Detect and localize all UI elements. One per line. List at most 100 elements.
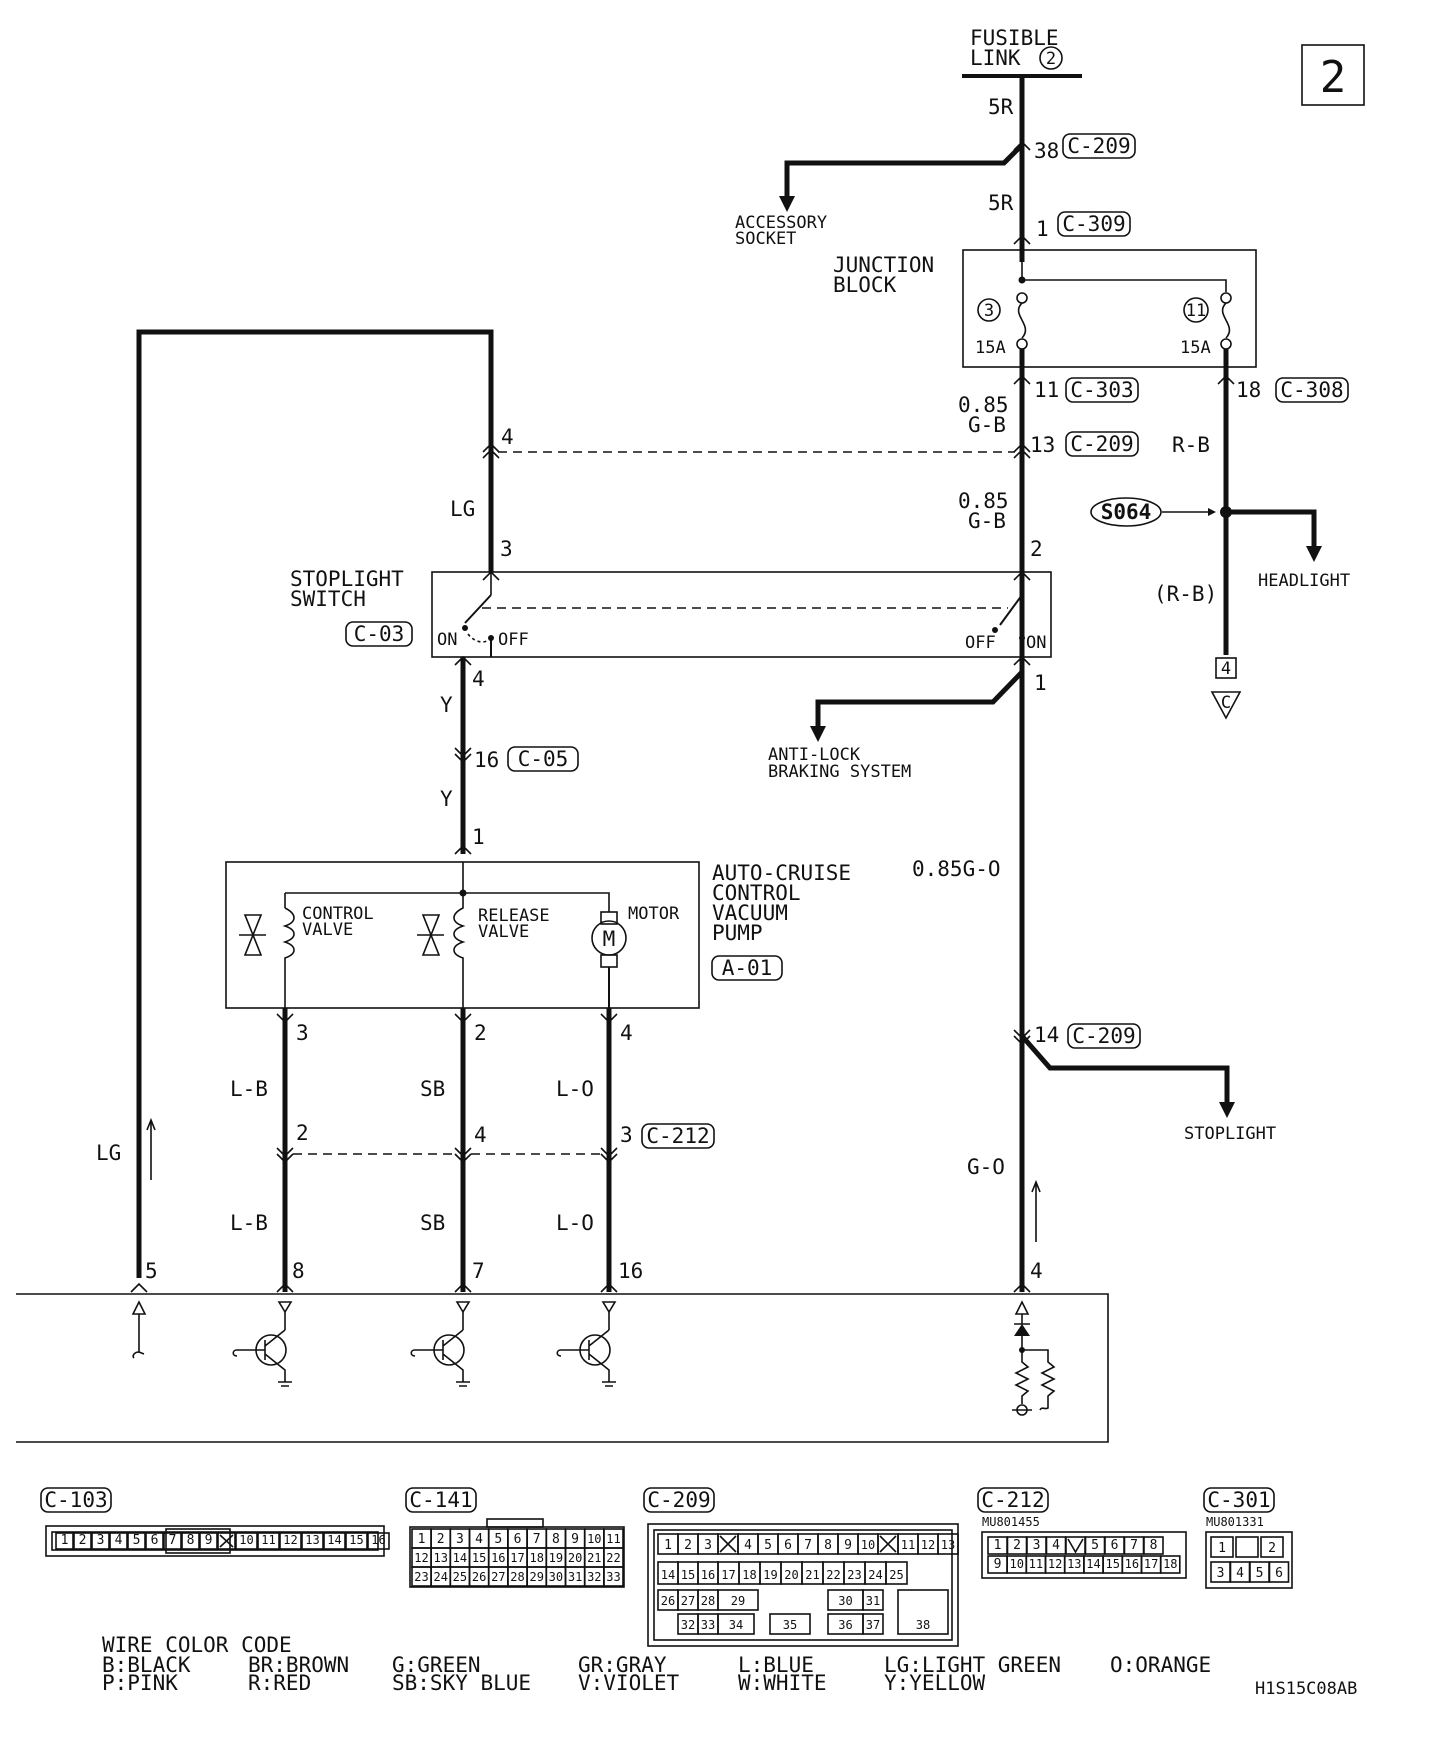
fusible-link-number: 2 [1046,49,1056,69]
c209-pin-1-11: 25 [889,1568,903,1582]
legend-entry-2-4: W:WHITE [738,1671,827,1695]
c05-16-name: C-05 [518,747,569,771]
c309-1-name: C-309 [1062,212,1125,236]
c212-pin4-label: 4 [474,1123,487,1147]
arrow-stoplight [1219,1102,1235,1118]
c141-pin-0-8: 9 [571,1532,579,1547]
wire-color-g-b-lower: G-B [968,509,1006,533]
c209-pin-0-10: 10 [861,1538,875,1552]
c209-14-pin: 14 [1034,1023,1059,1047]
c212-pin2-label: 2 [296,1121,309,1145]
c209-pin-3-2-cell [717,1613,755,1635]
c209-pin-2-3-cell [717,1589,759,1611]
c103-pin-7: 8 [187,1533,195,1548]
connector-view-c212-part: MU801455 [982,1515,1040,1529]
c141-pin-1-8: 20 [568,1551,582,1565]
c209-pin-3-1: 33 [701,1618,715,1632]
switch-pin1-label: 1 [1034,671,1047,695]
ground-c: 4 C [1210,657,1242,720]
c212-pin-0-1: 2 [1013,1538,1021,1553]
legend-entry-2-3: V:VIOLET [578,1671,680,1695]
c141-pin-1-6: 18 [529,1551,543,1565]
c103-pin-10-cell [235,1532,258,1550]
flow-arrow-lg [146,1117,156,1180]
c212-pin-1-7: 16 [1125,1557,1139,1571]
page-number-box: 2 [1301,44,1365,106]
c209-pin-2-5-cell [862,1589,884,1611]
c141-pin-0-2: 3 [456,1532,464,1547]
c209-pin-0-12: 11 [901,1538,915,1552]
c141-pin-2-4: 27 [491,1570,505,1584]
legend-entry-1-0: B:BLACK [102,1653,191,1677]
c103-pin-13-cell [301,1532,324,1550]
connector-lg-pin4 [482,442,500,459]
c209-pin-3-5: 37 [866,1618,880,1632]
stoplight-switch: STOPLIGHT SWITCH C-03 ON OFF OFF ON [290,567,1052,658]
c141-pin-1-2: 14 [453,1551,467,1565]
wire-color-g-b-upper: G-B [968,413,1006,437]
c209-pin-1-4: 18 [742,1568,756,1582]
fusible-link-title-2: LINK [970,46,1021,70]
c103-pin-6-cell [163,1532,182,1550]
c141-pin-2-3: 26 [472,1570,486,1584]
c209-pin-3-2: 34 [729,1618,743,1632]
c141-pin-2-5: 28 [510,1570,524,1584]
c212-pin-0-6: 6 [1111,1538,1119,1553]
c209-pin-1-1: 15 [681,1568,695,1582]
connector-c05-16: 16 C-05 [454,746,579,772]
c141-pin-1-0: 12 [414,1551,428,1565]
c209-pin-0-0: 1 [664,1538,672,1553]
c103-pin-10: 10 [239,1533,253,1547]
c212-pin-0-2: 3 [1033,1538,1041,1553]
headlight-label: HEADLIGHT [1258,571,1350,591]
control-valve-label-1: CONTROL [302,904,374,924]
c209-38-pin: 38 [1034,139,1059,163]
wire-size-g-b-lower: 0.85 [958,489,1009,513]
connector-c209-14: 14 C-209 [1013,1023,1141,1049]
pump-pin4-label: 4 [620,1021,633,1045]
c103-pin-13: 13 [305,1533,319,1547]
c301-pin-0-0-cell [1210,1536,1234,1558]
c209-pin-0-8: 8 [824,1538,832,1553]
pump-pin3-label: 3 [296,1021,309,1045]
c103-pin-2: 3 [97,1533,105,1548]
c301-pin-0-2-cell [1260,1536,1284,1558]
wire-label-y-lower: Y [440,787,453,811]
c209-pin-3-3-cell [769,1613,811,1635]
c209-pin-0-4: 4 [744,1538,752,1553]
switch-pin2-label: 2 [1030,537,1043,561]
c103-pin-1: 2 [79,1533,87,1548]
c103-pin-9-blank-mark [219,1534,234,1548]
c209-pin-2-1: 27 [681,1594,695,1608]
connector-c209-13: 13 C-209 [1013,431,1139,459]
c301-pin-1-3: 6 [1275,1566,1283,1581]
c209-pin-2-6-cell [897,1589,949,1635]
wire-size-g-b-upper: 0.85 [958,393,1009,417]
ground-pin-number: 4 [1221,659,1231,679]
c141-pin-1-7: 19 [549,1551,563,1565]
c209-38-name: C-209 [1067,134,1130,158]
fuse-3-number: 3 [984,301,994,321]
accessory-socket-label-2: SOCKET [735,229,796,249]
wire-label-l-b-lower: L-B [230,1211,268,1235]
c141-pin-0-10: 11 [606,1532,620,1546]
c103-pin-16: 16 [371,1533,385,1547]
connector-view-c212-name: C-212 [981,1488,1044,1512]
connector-c309-1: 1 C-309 [1013,211,1131,245]
c141-pin-2-10-cell [603,1566,624,1587]
legend-entry-2-1: R:RED [248,1671,311,1695]
transistor-3 [556,1301,617,1387]
c209-pin-0-13: 12 [921,1538,935,1552]
c141-pin-1-10: 22 [606,1551,620,1565]
c301-pin-1-2: 5 [1256,1566,1264,1581]
legend-entry-1-6: O:ORANGE [1110,1653,1211,1677]
c141-pin-0-1: 2 [437,1532,445,1547]
c141-pin-2-2: 25 [453,1570,467,1584]
junction-block-label-2: BLOCK [833,273,897,297]
c103-pin-2-cell [91,1532,110,1550]
